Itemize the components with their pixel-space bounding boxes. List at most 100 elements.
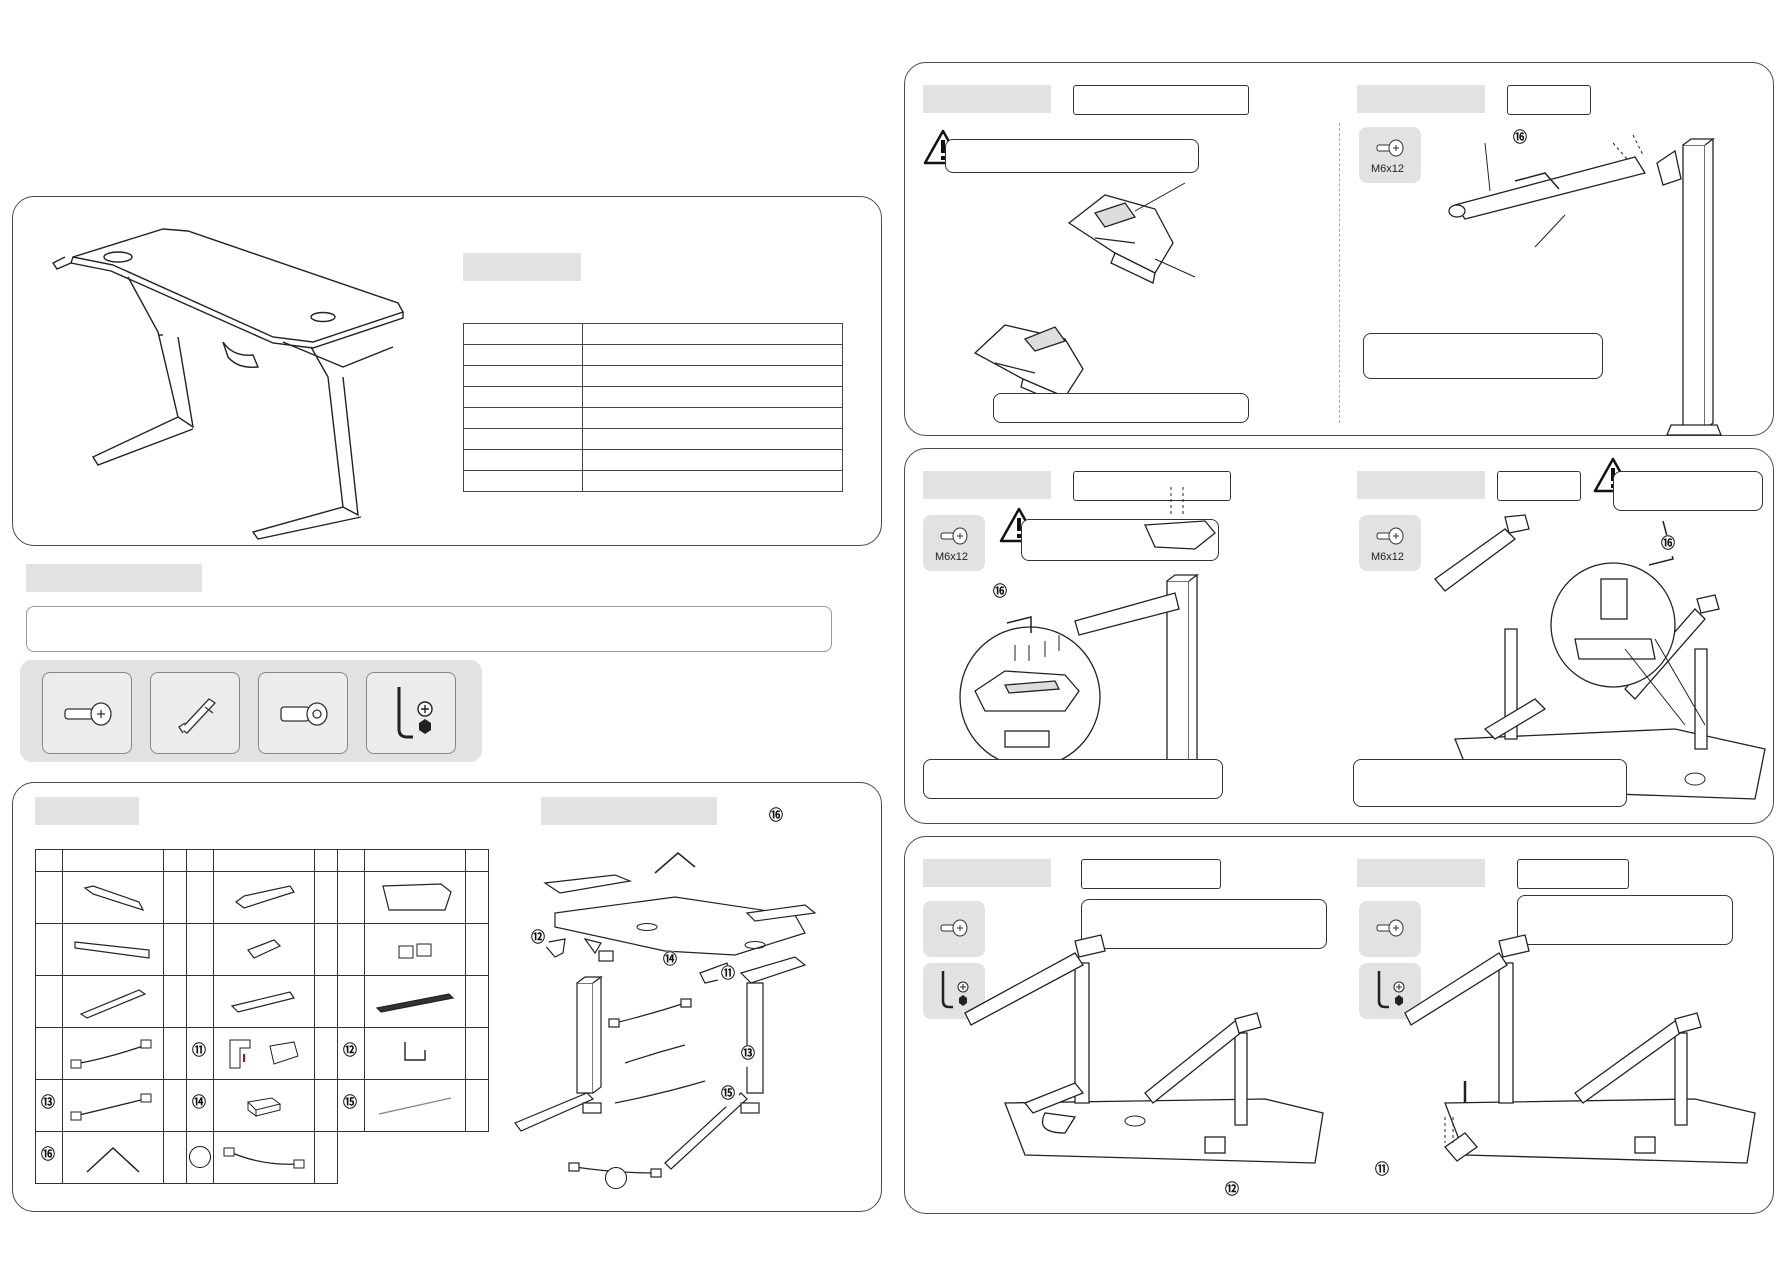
exploded-view-title-label xyxy=(541,797,717,825)
part-number-14: ⑭ xyxy=(188,1094,210,1116)
exploded-view-illustration xyxy=(514,852,817,1178)
part-long-rail xyxy=(375,993,455,1013)
step-5-illustration xyxy=(964,934,1324,1164)
step-4-warning-box xyxy=(1613,471,1763,511)
part-rail xyxy=(230,991,295,1013)
step-1-label xyxy=(923,85,1051,113)
step-5-instruction-box xyxy=(1081,899,1327,949)
spec-row xyxy=(463,470,843,492)
part-side-panel-b xyxy=(235,885,295,909)
hex-key-icon xyxy=(1377,971,1405,1009)
part-cable-c xyxy=(378,1097,452,1115)
spec-row xyxy=(463,323,843,345)
overview-panel xyxy=(12,196,882,546)
part-control-box xyxy=(246,1097,282,1117)
step-3-screw-size: M6x12 xyxy=(935,551,969,563)
exploded-label-14: ⑭ xyxy=(659,951,681,973)
step-5-title-box xyxy=(1081,859,1221,889)
notes-textbox xyxy=(26,606,832,652)
exploded-label-16: ⑯ xyxy=(765,807,787,829)
hardware-tray xyxy=(20,660,482,762)
spec-row xyxy=(463,386,843,408)
step-2-illustration xyxy=(1448,134,1722,436)
screw-icon xyxy=(1376,139,1404,157)
screw-icon xyxy=(940,919,968,937)
part-cable-b xyxy=(70,1093,152,1121)
part-desktop xyxy=(382,883,452,911)
step-1-warning-box xyxy=(945,139,1199,173)
step-3-label-16: ⑯ xyxy=(989,583,1011,605)
step-4-label xyxy=(1357,471,1485,499)
hex-key-icon xyxy=(941,971,969,1009)
part-number-11: ⑪ xyxy=(188,1042,210,1064)
parts-panel: ⑪ ⑫ ⑬ ⑭ ⑮ ⑯ xyxy=(12,782,882,1212)
step-3-title-box xyxy=(1073,471,1231,501)
hardware-item xyxy=(42,672,132,754)
part-foot-pads xyxy=(398,943,432,959)
parts-title-label xyxy=(35,797,139,825)
screw-icon xyxy=(940,527,968,545)
screw-icon xyxy=(1376,919,1404,937)
step-6-label xyxy=(1357,859,1485,887)
step-2-title-box xyxy=(1507,85,1591,115)
step-5-label xyxy=(923,859,1051,887)
part-hook xyxy=(404,1042,426,1061)
part-number-15: ⑮ xyxy=(339,1094,361,1116)
spec-row xyxy=(463,407,843,429)
notes-title-label xyxy=(26,564,202,592)
spec-title-label xyxy=(463,253,581,281)
step-2-caption-box xyxy=(1363,333,1603,379)
bolt-icon xyxy=(280,702,328,726)
step-4-title-box xyxy=(1497,471,1581,501)
part-cable-d xyxy=(223,1147,305,1169)
step-2-label-16: ⑯ xyxy=(1509,129,1531,151)
part-number-empty xyxy=(189,1146,211,1168)
step-1-illustration xyxy=(973,182,1196,406)
part-hex-key xyxy=(86,1146,140,1173)
spec-row xyxy=(463,344,843,366)
step-1-caption-box xyxy=(993,393,1249,423)
cable-clip-icon xyxy=(178,698,216,734)
part-number-13: ⑬ xyxy=(37,1094,59,1116)
desk-overview-illustration xyxy=(51,228,405,540)
hardware-item xyxy=(150,672,240,754)
spec-row xyxy=(463,449,843,471)
part-cable-a xyxy=(70,1039,152,1069)
step-2-label xyxy=(1357,85,1485,113)
spec-table xyxy=(463,323,843,492)
step-4-screw-size: M6x12 xyxy=(1371,551,1405,563)
hardware-item xyxy=(366,672,456,754)
panel-divider xyxy=(1339,123,1340,423)
steps-5-6-panel: ⑫ ⑪ xyxy=(904,836,1774,1214)
exploded-label-11: ⑪ xyxy=(717,965,739,987)
hardware-item xyxy=(258,672,348,754)
exploded-label-12: ⑫ xyxy=(527,929,549,951)
steps-1-2-panel: M6x12 ⑯ xyxy=(904,62,1774,436)
step-6-instruction-box xyxy=(1517,895,1733,945)
step-3-screw-badge: M6x12 xyxy=(923,515,985,571)
step-6-label-11: ⑪ xyxy=(1371,1161,1393,1183)
exploded-label-empty xyxy=(605,1167,627,1189)
step-3-label xyxy=(923,471,1051,499)
parts-table: ⑪ ⑫ ⑬ ⑭ ⑮ ⑯ xyxy=(35,849,489,1184)
spec-row xyxy=(463,365,843,387)
part-number-16: ⑯ xyxy=(37,1146,59,1168)
exploded-label-13: ⑬ xyxy=(737,1045,759,1067)
spec-row xyxy=(463,428,843,450)
step-4-screw-badge: M6x12 xyxy=(1359,515,1421,571)
step-6-illustration xyxy=(1404,934,1756,1164)
screw-icon xyxy=(64,702,112,726)
screw-icon xyxy=(1376,527,1404,545)
step-6-screw-badge xyxy=(1359,901,1421,957)
exploded-label-15: ⑮ xyxy=(717,1085,739,1107)
step-4-caption-box xyxy=(1353,759,1627,807)
part-bracket xyxy=(247,939,282,959)
part-number-12: ⑫ xyxy=(339,1042,361,1064)
step-2-screw-size: M6x12 xyxy=(1371,163,1405,175)
step-3-illustration xyxy=(959,487,1216,794)
step-1-title-box xyxy=(1073,85,1249,115)
part-side-panel xyxy=(83,885,145,912)
step-3-caption-box xyxy=(923,759,1223,799)
step-5-label-12: ⑫ xyxy=(1221,1181,1243,1203)
step-2-screw-badge: M6x12 xyxy=(1359,127,1421,183)
